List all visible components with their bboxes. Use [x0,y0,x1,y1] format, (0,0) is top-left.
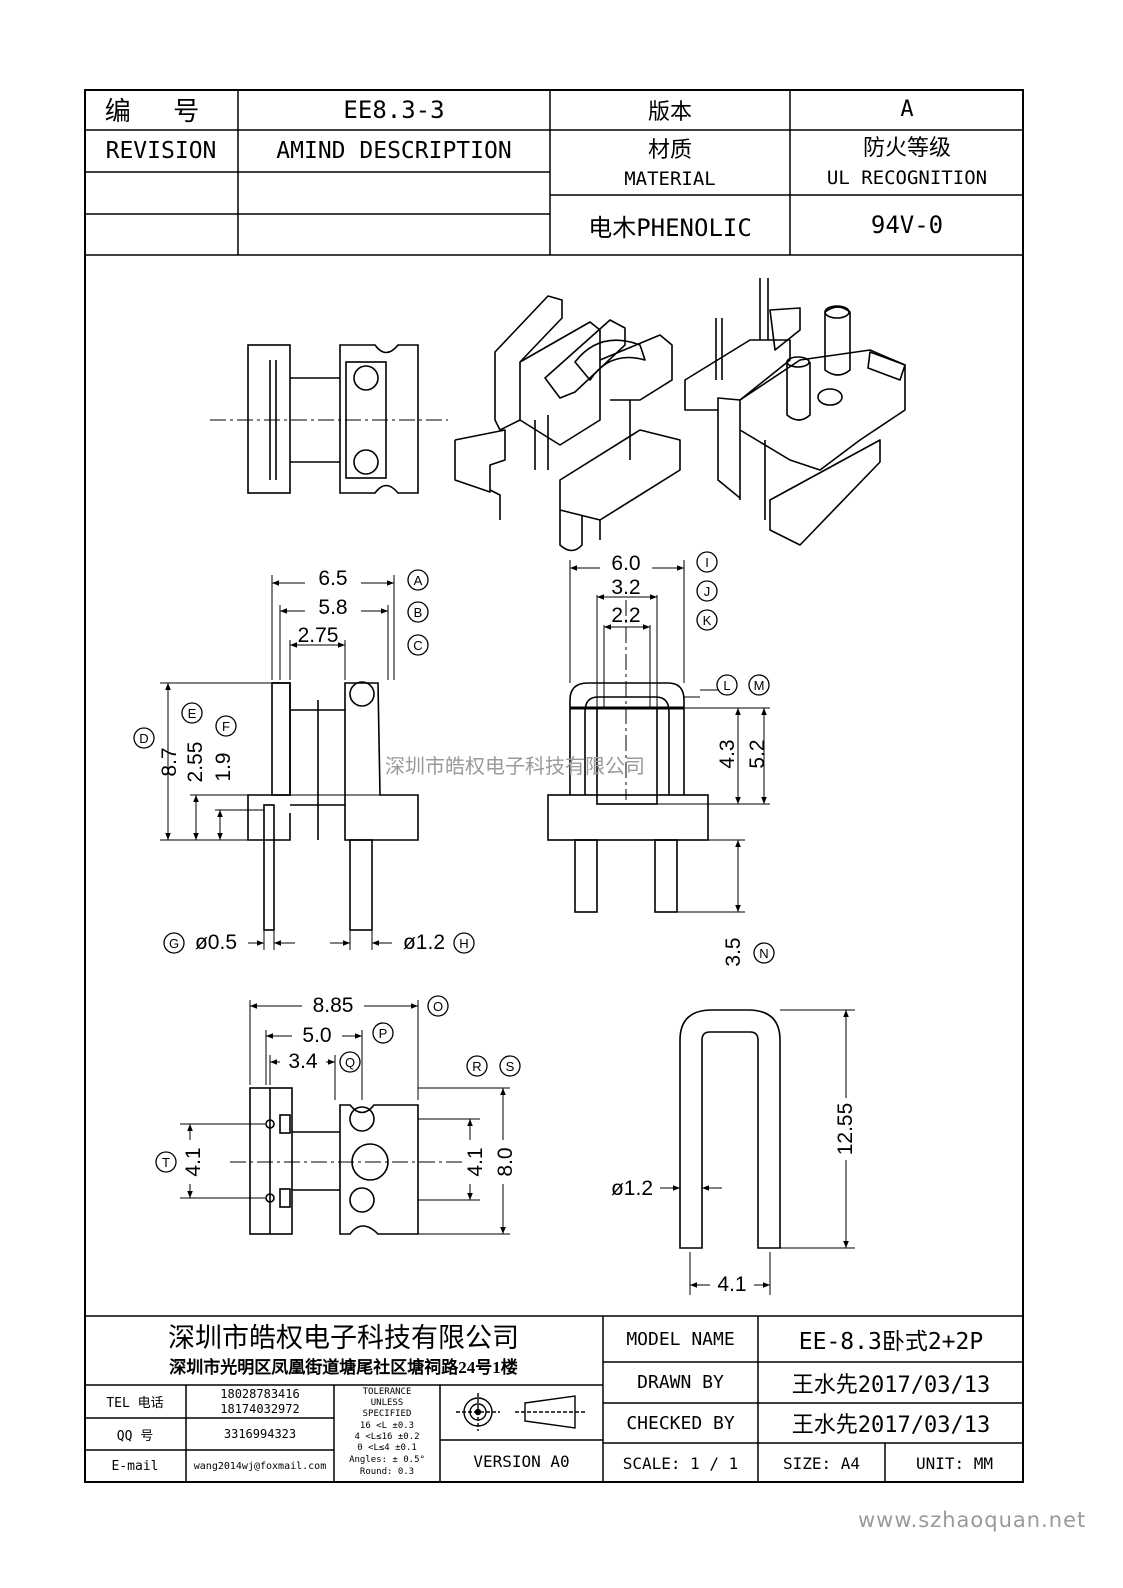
dim-b: 5.8 [305,596,361,619]
tel-label: TEL 电话 [106,1396,164,1411]
dim-4-3: 4.3 [716,739,739,769]
qq-number: 3316994323 [223,1427,297,1441]
drawn-by: 王水先2017/03/13 [791,1372,991,1398]
dim-j: 3.2 [611,576,641,599]
dim-pin-width: 4.1 [710,1273,754,1297]
side-view [547,600,709,913]
tolerance-row-1: 16 <L ±0.3 [359,1420,415,1431]
email-address: wang2014wj@foxmail.com [193,1461,327,1472]
ref-label-k: K [702,612,712,628]
ref-label-b: B [413,604,423,620]
ref-label-d: D [139,730,149,746]
version-note: VERSION A0 [473,1452,570,1471]
bottom-view [230,1087,470,1235]
ref-label-i: I [705,554,709,570]
tolerance-row-2: 4 <L≤16 ±0.2 [354,1431,420,1442]
ref-label-e: E [187,705,197,721]
drawn-by-label: DRAWN BY [637,1372,724,1393]
watermark-url: www.szhaoquan.net [858,1508,1087,1532]
watermark-center: 深圳市皓权电子科技有限公司 [385,754,645,778]
dim-h: ø1.2 [402,931,446,954]
tolerance-title-2: UNLESS [370,1397,404,1408]
dim-f: 1.9 [212,752,235,782]
dim-n: 3.5 [722,937,745,967]
material-cn-label: 材质 [647,137,692,162]
dim-5-2: 5.2 [746,739,769,769]
email-label: E-mail [111,1459,159,1474]
fire-rating-en-label: UL RECOGNITION [826,167,988,189]
dim-a: 6.5 [305,567,361,590]
tolerance-round: Round: 0.3 [359,1466,415,1477]
id-label: 编 号 [104,97,218,126]
ref-label-h: H [459,935,469,951]
ref-label-o: O [432,998,444,1014]
tolerance-row-3: 0 <L≤4 ±0.1 [357,1442,417,1453]
fire-rating-cn-label: 防火等级 [862,135,951,160]
ref-label-n: N [759,945,769,961]
ref-label-p: P [378,1025,388,1041]
front-view [247,681,419,931]
ref-label-c: C [413,637,423,653]
model-name: EE-8.3卧式2+2P [798,1329,984,1355]
checked-by: 王水先2017/03/13 [791,1413,991,1438]
dim-e: 2.55 [184,741,207,783]
dim-p: 5.0 [292,1024,342,1048]
ref-label-s: S [505,1058,515,1074]
dim-t: 4.1 [182,1140,206,1184]
unit-label: UNIT: MM [915,1453,994,1473]
material-value: 电木PHENOLIC [588,213,752,242]
ref-label-m: M [753,677,765,693]
top-side-view [210,344,448,494]
checked-by-label: CHECKED BY [626,1412,735,1434]
ref-label-t: T [162,1154,170,1170]
front-view-dimension-lines [160,575,395,950]
revision-label: REVISION [105,138,217,164]
ref-label-a: A [413,572,423,588]
drawing-sheet [84,89,1024,1483]
ref-label-f: F [222,718,230,734]
dim-k: 2.2 [611,604,641,627]
isometric-view-right [684,278,906,546]
isometric-view-left [454,295,681,552]
scale-label: SCALE: 1 / 1 [622,1453,739,1473]
tolerance-title-1: TOLERANCE [362,1386,412,1397]
dim-8-0: 8.0 [494,1140,518,1184]
version-label: 版本 [647,98,692,124]
company-address: 深圳市光明区凤凰街道塘尾社区塘祠路24号1楼 [169,1357,518,1377]
tolerance-angles: Angles: ± 0.5° [349,1454,425,1465]
side-view-dimension-lines [569,560,770,913]
size-label: SIZE: A4 [782,1453,861,1473]
dim-pin-diameter: ø1.2 [610,1177,654,1200]
material-en-label: MATERIAL [624,168,716,190]
dim-pin-height: 12.55 [833,1098,859,1160]
bottom-view-dimension-lines [180,1000,510,1235]
version-value: A [900,97,914,122]
ref-label-g: G [168,935,180,951]
ref-label-r: R [472,1058,482,1074]
company-name: 深圳市皓权电子科技有限公司 [168,1322,519,1353]
tel-1: 18028783416 [220,1387,300,1401]
amind-description-label: AMIND DESCRIPTION [276,138,512,164]
ref-label-l: L [723,677,731,693]
reference-circles [133,551,775,1173]
dim-q: 3.4 [280,1050,326,1074]
dim-g: ø0.5 [194,931,238,954]
dim-c: 2.75 [297,624,339,647]
tolerance-title-3: SPECIFIED [362,1408,412,1419]
dim-4-1-right: 4.1 [464,1140,488,1184]
ref-label-q: Q [344,1054,356,1070]
dim-d: 8.7 [158,747,181,777]
fire-rating-value: 94V-0 [870,211,944,239]
dim-i: 6.0 [600,552,652,576]
model-name-label: MODEL NAME [626,1328,735,1350]
part-code: EE8.3-3 [343,95,445,124]
ref-label-j: J [703,583,711,599]
pin-view [679,1009,781,1249]
tel-2: 18174032972 [220,1402,300,1416]
qq-label: QQ 号 [116,1428,154,1444]
dim-o: 8.85 [302,994,364,1018]
